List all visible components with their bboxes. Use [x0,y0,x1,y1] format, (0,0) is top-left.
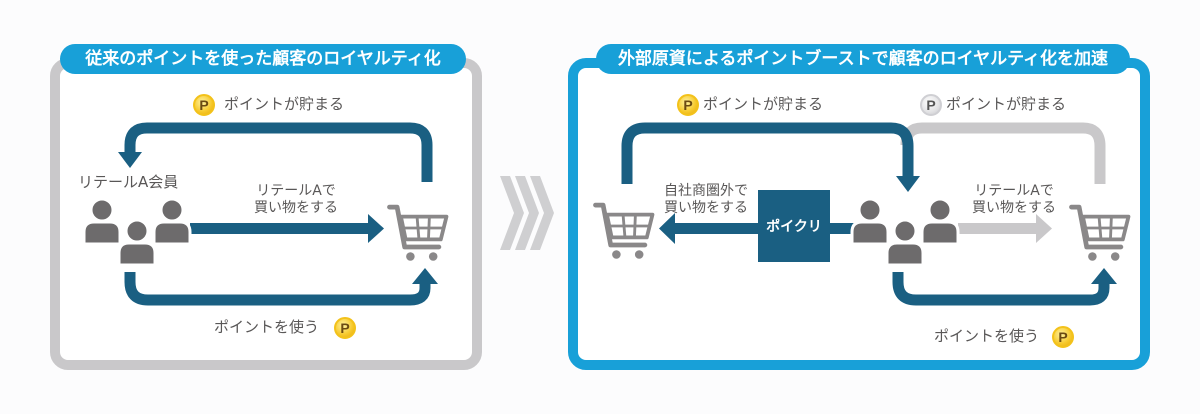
right-use-loop-arrow [892,268,1117,306]
left-panel-title: 従来のポイントを使った顧客のロイヤルティ化 [60,44,466,74]
gold-point-coin-icon: P [334,317,356,339]
external-shop-label-line2: 買い物をする [664,200,748,216]
left-earn-loop-arrow [118,122,433,182]
retail-shop-arrow [958,214,1052,243]
retail-earn-points-label: ポイントが貯まる [946,95,1067,113]
left-shop-label: リテールAで 買い物をする [244,183,348,217]
external-earn-points-label: ポイントが貯まる [703,95,824,113]
gold-point-coin-icon: P [677,94,699,116]
external-cart-icon [596,205,653,259]
poikuri-label: ポイクリ [766,219,822,235]
chevrons-right-icon [500,176,554,250]
left-use-points-label: ポイントを使う [214,318,320,336]
left-shop-label-line2: 買い物をする [254,200,338,216]
left-shop-arrow [190,214,384,243]
retail-cart-icon [1072,207,1129,261]
external-shop-label-line1: 自社商圏外で [664,183,748,199]
right-use-points-label: ポイントを使う [934,327,1040,345]
retail-shop-label-line2: 買い物をする [972,200,1056,216]
poikuri-service-box: ポイクリ [758,190,830,262]
external-shop-label: 自社商圏外で 買い物をする [664,183,748,217]
left-use-loop-arrow [124,268,438,306]
retail-earn-loop-arrow [900,122,1106,184]
members-group-icon [82,197,192,267]
retail-shop-label-line1: リテールAで [974,183,1054,199]
members-label: リテールA会員 [78,173,179,191]
silver-point-coin-icon: P [920,94,942,116]
external-earn-loop-arrow [621,122,920,192]
gold-point-coin-icon: P [1052,326,1074,348]
right-members-group-icon [850,197,960,267]
retail-shop-label: リテールAで 買い物をする [962,183,1066,217]
right-panel-title: 外部原資によるポイントブーストで顧客のロイヤルティ化を加速 [596,44,1130,74]
left-earn-points-label: ポイントが貯まる [224,95,345,113]
gold-point-coin-icon: P [193,94,215,116]
external-shop-arrow [659,213,858,244]
left-shop-label-line1: リテールAで [256,183,336,199]
left-cart-icon [390,207,447,261]
